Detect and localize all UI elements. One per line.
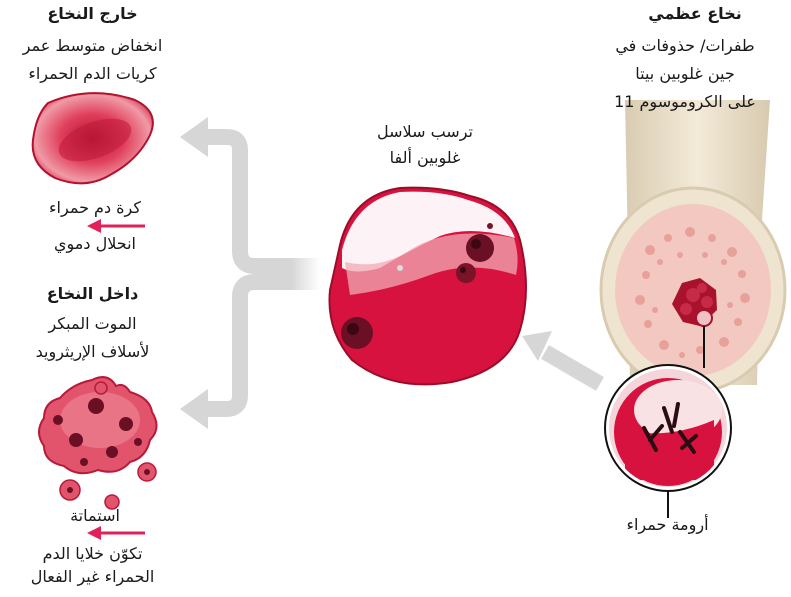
gray-arrow-from-marrow (522, 331, 600, 384)
red-blood-cell (33, 93, 153, 183)
apoptotic-cells (39, 377, 157, 509)
bone-marrow-line-1: طفرات/ حذوفات في (580, 34, 790, 58)
bone-marrow-line-2: جين غلوبين بيتا (580, 62, 790, 86)
apoptosis-label: استماتة (10, 504, 180, 528)
bone-marrow-title: نخاع عظمي (600, 2, 790, 26)
ineffective-erythropoiesis-line-2: الحمراء غير الفعال (0, 566, 185, 588)
hemolysis-label: انحلال دموي (10, 232, 180, 256)
bone-marrow-line-3: على الكروموسوم 11 (580, 90, 790, 114)
outside-marrow-line-1: انخفاض متوسط عمر (0, 34, 185, 58)
pink-arrow-hemolysis (87, 219, 145, 233)
inside-marrow-title: داخل النخاع (0, 282, 185, 306)
erythroblast-label: أرومة حمراء (600, 513, 735, 537)
center-label-line-1: ترسب سلاسل (345, 120, 505, 144)
bone-illustration (601, 100, 785, 392)
rbc-label: كرة دم حمراء (10, 196, 180, 220)
inside-marrow-line-2: لأسلاف الإريثرويد (0, 340, 185, 364)
gray-arrow-to-precursors (180, 282, 320, 429)
ineffective-erythropoiesis-line-1: تكوّن خلايا الدم (0, 543, 185, 565)
outside-marrow-title: خارج النخاع (0, 2, 185, 26)
gray-arrow-to-rbc (180, 117, 320, 266)
central-cell (329, 188, 526, 385)
pink-arrow-ineffective (87, 526, 145, 540)
inside-marrow-line-1: الموت المبكر (0, 312, 185, 336)
outside-marrow-line-2: كريات الدم الحمراء (0, 62, 185, 86)
center-label-line-2: غلوبين ألفا (345, 146, 505, 170)
